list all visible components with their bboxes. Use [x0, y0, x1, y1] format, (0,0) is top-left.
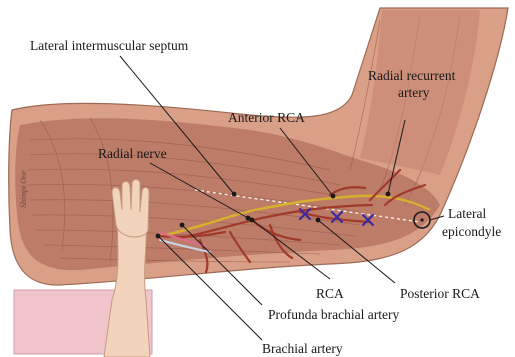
- label-lateral-epicondyle-line2: epicondyle: [442, 224, 501, 239]
- label-radial-recurrent-line2: artery: [398, 85, 430, 100]
- label-posterior-rca: Posterior RCA: [400, 286, 480, 301]
- label-radial-nerve: Radial nerve: [98, 146, 167, 161]
- label-brachial-artery: Brachial artery: [262, 341, 343, 356]
- label-anterior-rca: Anterior RCA: [228, 110, 305, 125]
- label-profunda-brachial-artery: Profunda brachial artery: [268, 307, 399, 322]
- label-rca: RCA: [316, 286, 344, 301]
- label-lateral-epicondyle-line1: Lateral: [448, 206, 486, 221]
- label-lateral-intermuscular-septum: Lateral intermuscular septum: [30, 38, 189, 53]
- artist-signature: Shimpi One: [19, 170, 28, 208]
- inset-hand: [112, 180, 149, 237]
- label-radial-recurrent-line1: Radial recurrent: [368, 68, 456, 83]
